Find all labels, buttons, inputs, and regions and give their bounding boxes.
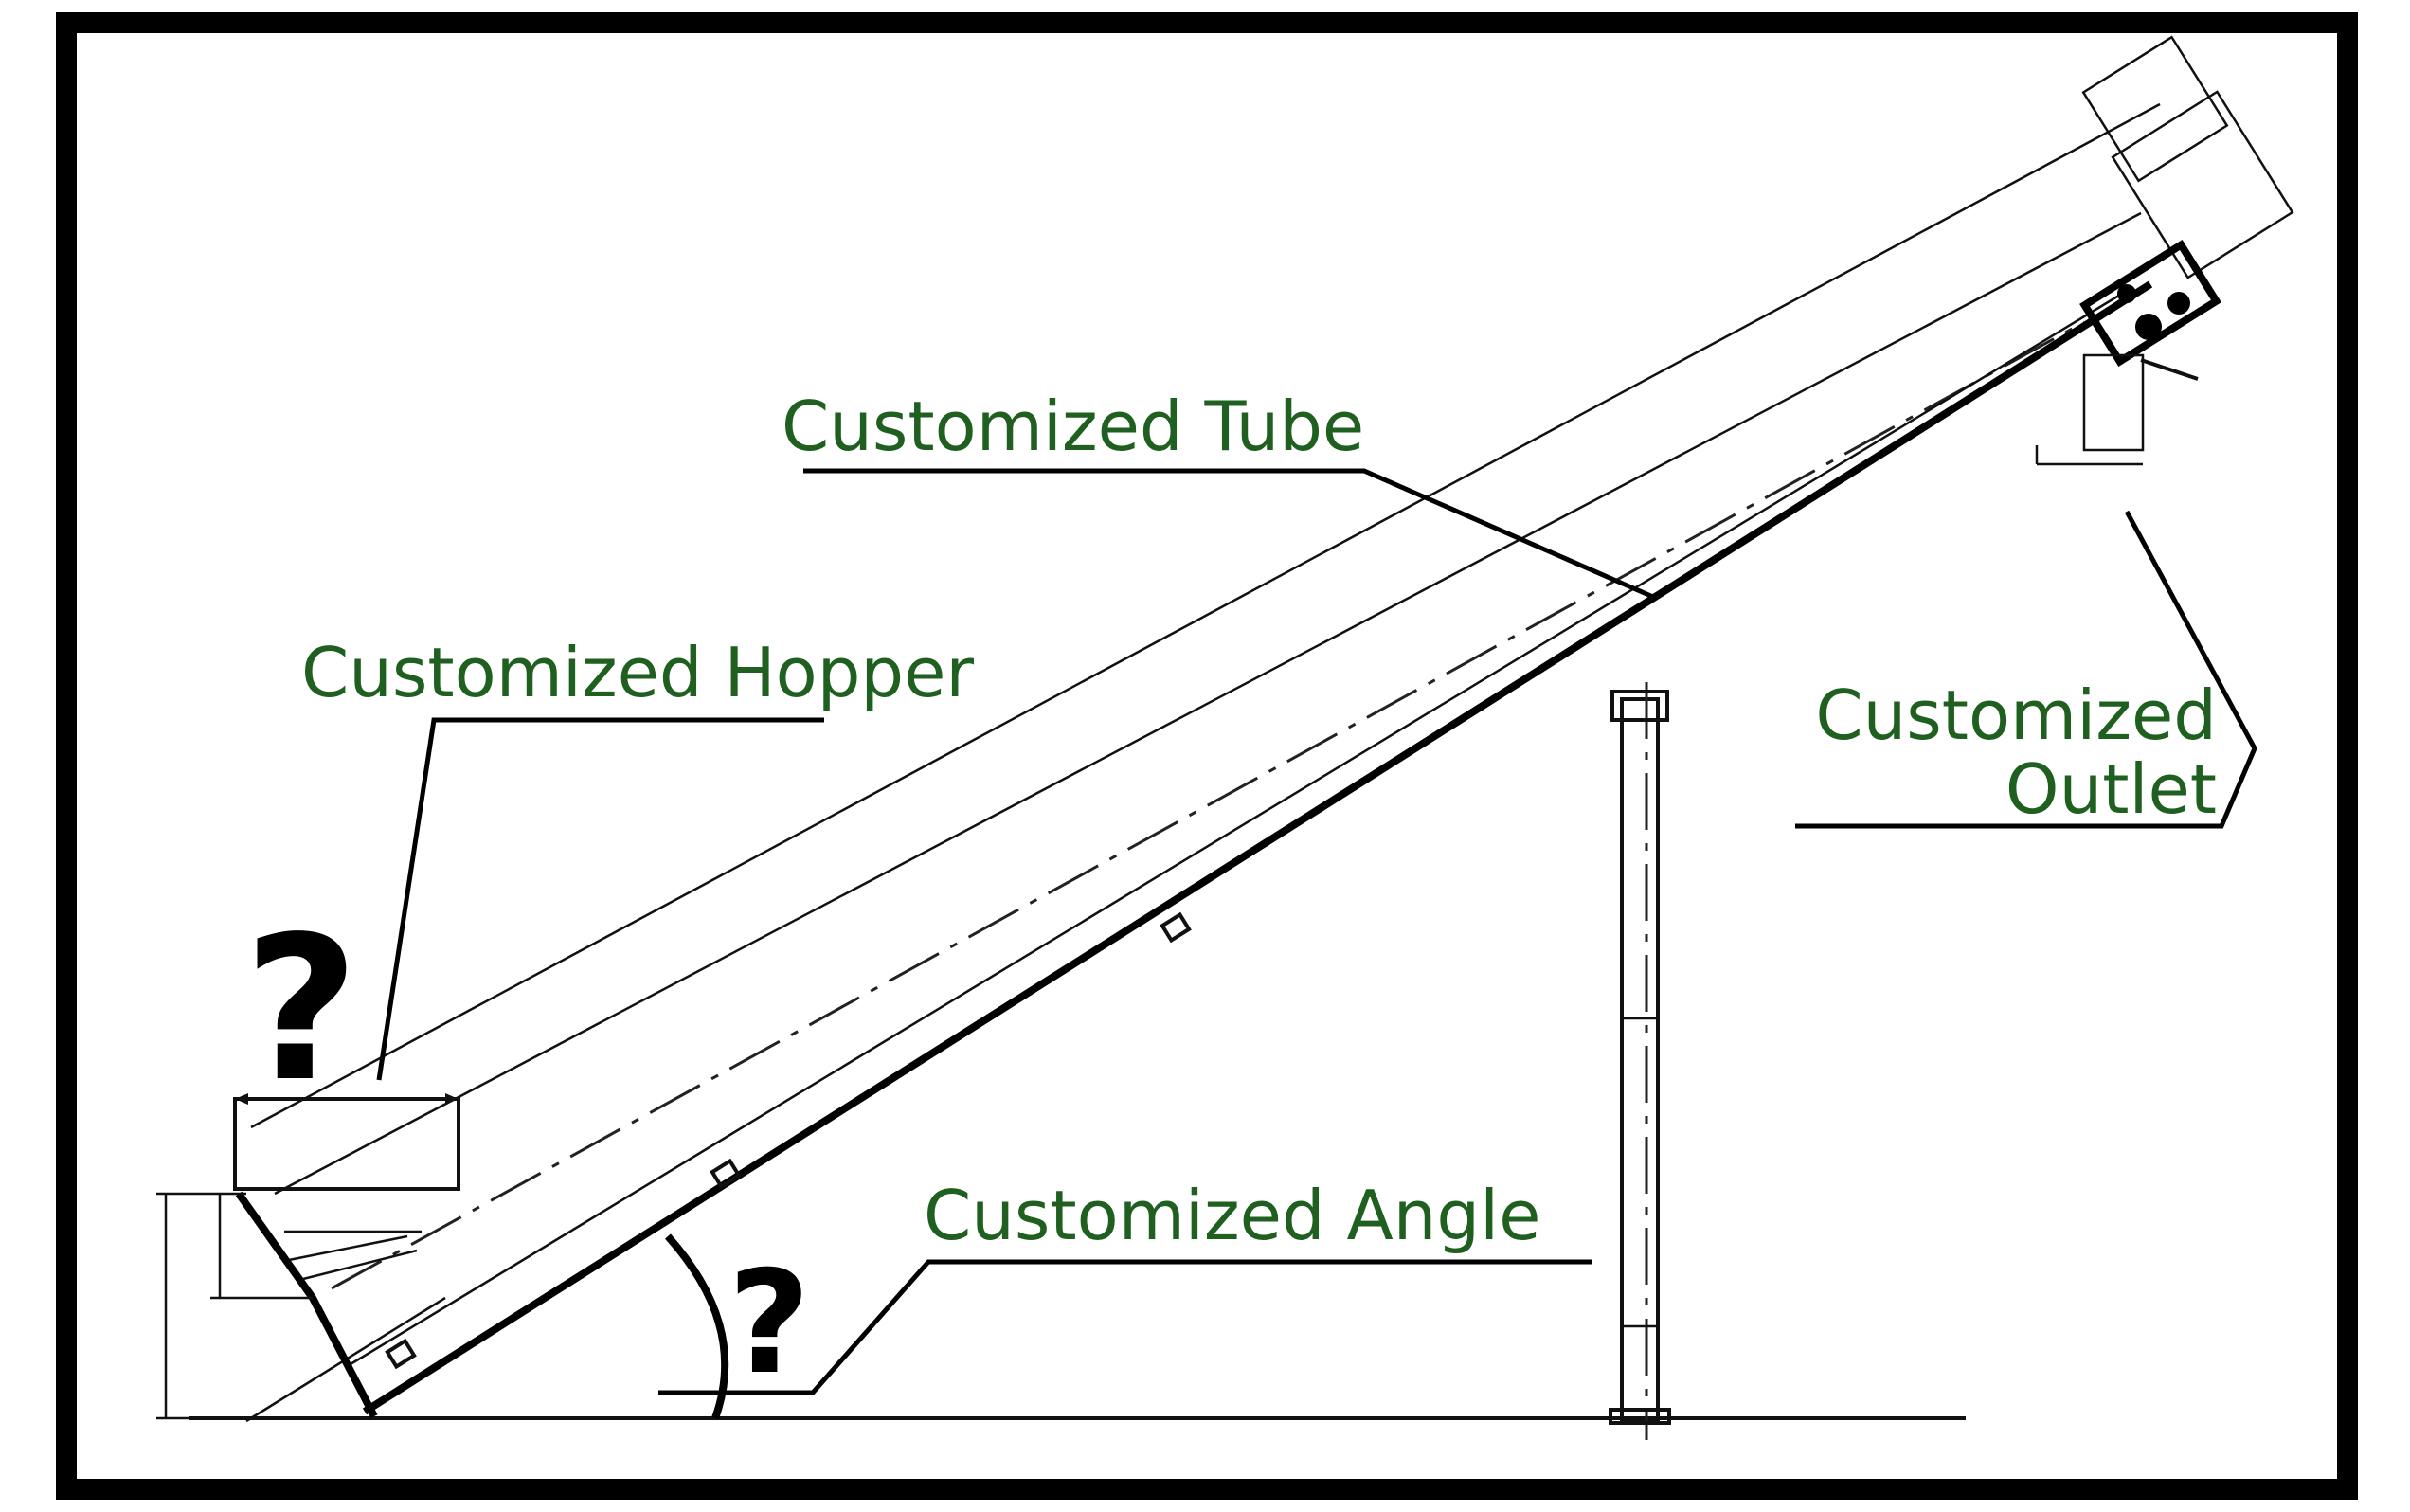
angle-question-mark: ? — [728, 1241, 810, 1406]
drive-head — [2079, 35, 2294, 381]
conveyor-tube — [245, 102, 2161, 1423]
hopper — [156, 1093, 460, 1420]
label-customized-outlet-line1: Customized — [1815, 675, 2217, 755]
support-leg — [1609, 682, 1671, 1440]
hopper-question-mark: ? — [243, 893, 359, 1125]
label-customized-tube: Customized Tube — [782, 387, 1364, 466]
outlet-leader-line — [1795, 510, 2257, 829]
label-customized-outlet-line2: Outlet — [2005, 749, 2217, 829]
label-customized-angle: Customized Angle — [924, 1176, 1540, 1255]
label-customized-hopper: Customized Hopper — [301, 633, 974, 712]
outer-frame — [56, 12, 2358, 1500]
hopper-leader-line — [376, 717, 824, 1081]
tube-leader-line — [803, 468, 1654, 600]
outlet-spout — [2035, 353, 2145, 466]
angle-arc — [665, 1233, 729, 1420]
angle-leader-line — [658, 1259, 1592, 1395]
